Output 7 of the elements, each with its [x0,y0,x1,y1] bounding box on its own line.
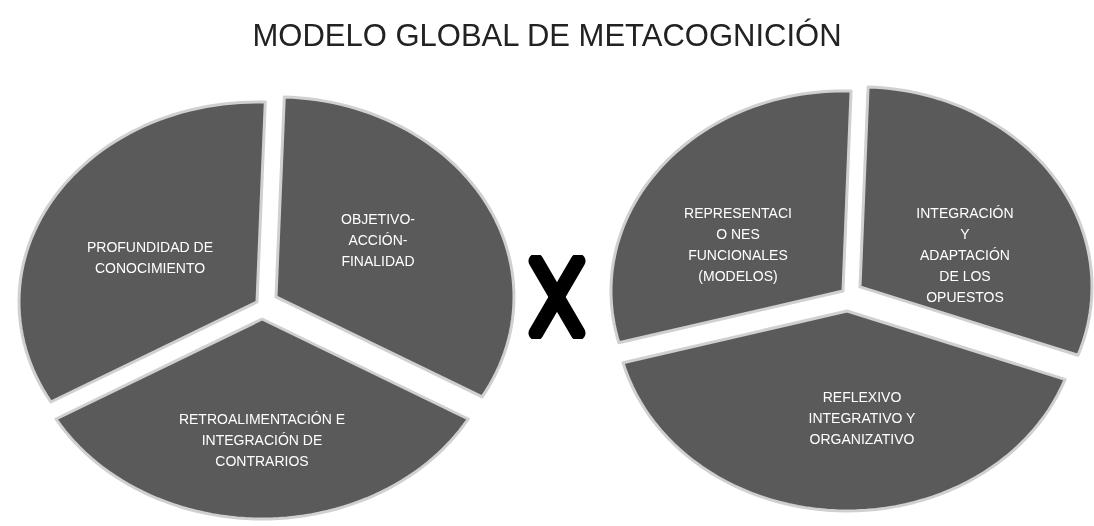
slice-label: REPRESENTACIO NES FUNCIONALES (MODELOS) [683,204,793,286]
diagram-title: MODELO GLOBAL DE METACOGNICIÓN [251,18,843,54]
slice-label: INTEGRACIÓN Y ADAPTACIÓN DE LOS OPUESTOS [915,203,1015,307]
slice-label: PROFUNDIDAD DE CONOCIMIENTO [85,238,214,278]
slice-label: OBJETIVO- ACCIÓN- FINALIDAD [340,209,416,271]
slice-label: REFLEXIVO INTEGRATIVO Y ORGANIZATIVO [807,387,917,449]
slice-label: RETROALIMENTACIÓN E INTEGRACIÓN DE CONTRARIOS [177,409,347,471]
